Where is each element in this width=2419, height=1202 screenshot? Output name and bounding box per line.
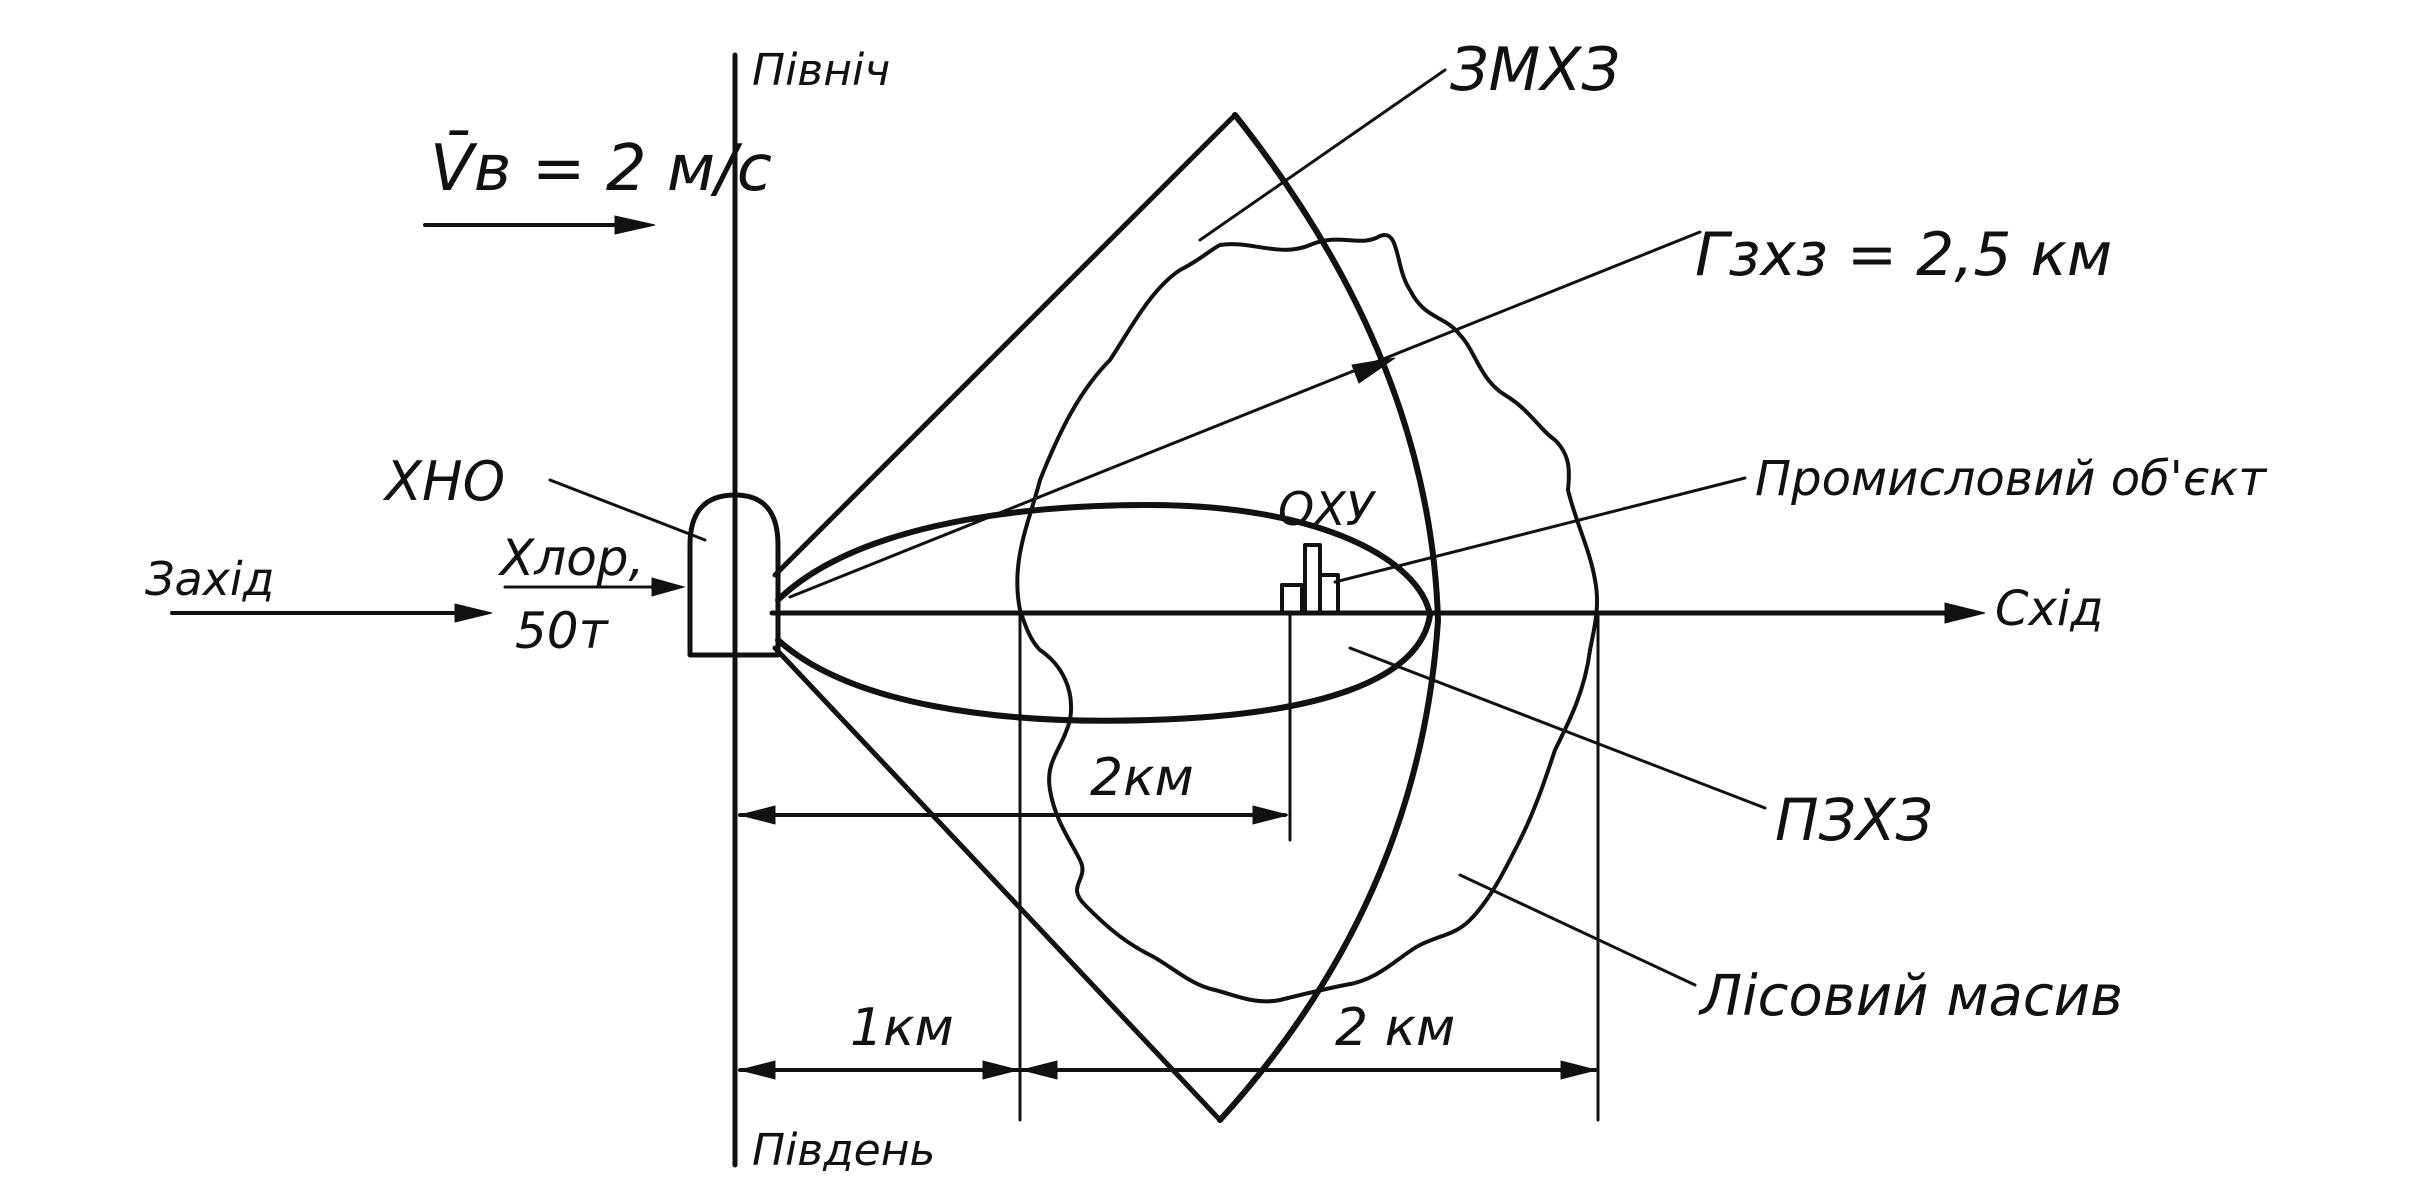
dim-to-object-right-head [1252,805,1289,825]
east-label: Схід [1995,581,2103,637]
zmkhz-label: ЗМХЗ [1450,35,1620,105]
dim-to-object-label: 2км [1090,748,1194,808]
pzkhz-label: ПЗХЗ [1775,786,1933,854]
north-label: Північ [752,45,890,96]
wind-speed-label: V̄в = 2 м/с [430,130,772,206]
source-shape [687,492,781,658]
dim-to-forest-left-head [739,1060,776,1080]
east-axis-arrowhead [1944,602,1986,624]
source-leader [548,478,707,542]
dim-to-forest-label: 1км [850,998,954,1058]
forest-label: Лісовий масив [1698,964,2123,1029]
substance-label: Хлор, [497,529,644,587]
depth-radius-arrowhead [1351,357,1396,384]
south-label: Південь [752,1125,935,1176]
industrial-object-label: Промисловий об'єкт [1755,451,2268,507]
west-arrow-head [454,603,493,623]
source-label: ХНО [382,450,505,513]
sector-arc [1217,112,1441,1123]
dim-to-forest-right-head [982,1060,1019,1080]
industrial-object-icon [1280,543,1340,615]
object-label: ОХУ [1278,482,1377,536]
dim-to-object-left-head [739,805,776,825]
sector-lower-edge [772,645,1223,1123]
substance-arrow-head [651,577,686,597]
industrial-leader [1333,476,1747,584]
west-label: Захід [145,552,275,606]
amount-label: 50т [515,602,610,660]
dim-forest-width-left-head [1021,1060,1058,1080]
sector-upper-edge [772,112,1238,578]
dim-forest-width-right-head [1560,1060,1597,1080]
forest-contour [1015,233,1600,1004]
zmkhz-leader [1198,68,1447,242]
dim-forest-width-label: 2 км [1335,998,1455,1058]
depth-radius-line [788,230,1702,599]
wind-vector-head [614,215,656,235]
depth-label: Гзхз = 2,5 км [1695,220,2112,290]
forest-leader [1458,873,1697,987]
pzkhz-leader [1348,646,1767,810]
